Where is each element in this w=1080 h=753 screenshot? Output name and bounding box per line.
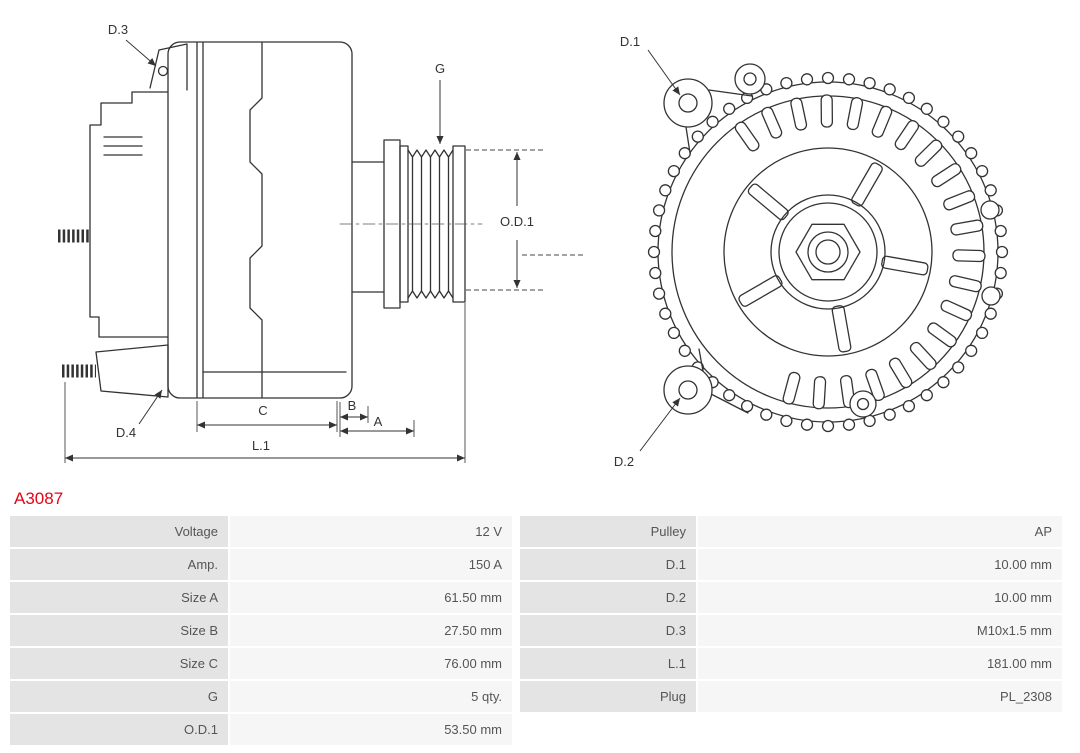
spec-label: D.3 xyxy=(520,615,696,646)
spec-label: L.1 xyxy=(520,648,696,679)
spec-value: 10.00 mm xyxy=(698,582,1062,613)
spec-label: Size A xyxy=(10,582,228,613)
spec-value: PL_2308 xyxy=(698,681,1062,712)
spec-value: 181.00 mm xyxy=(698,648,1062,679)
technical-diagram: D.3 G O.D.1 C B A L.1 D.4 D.1 xyxy=(58,22,1009,469)
spec-value: 150 A xyxy=(230,549,512,580)
dim-label-od1: O.D.1 xyxy=(500,214,534,229)
spec-label: O.D.1 xyxy=(10,714,228,745)
spec-row: Size C 76.00 mm L.1 181.00 mm xyxy=(10,648,1062,679)
front-view-dimensions xyxy=(639,49,681,452)
spec-label: Voltage xyxy=(10,516,228,547)
side-view-dimensions xyxy=(64,39,583,463)
spec-row: O.D.1 53.50 mm xyxy=(10,714,1062,745)
spec-label: Size C xyxy=(10,648,228,679)
spec-label: Pulley xyxy=(520,516,696,547)
spec-value: 53.50 mm xyxy=(230,714,512,745)
dim-label-d3: D.3 xyxy=(108,22,128,37)
spec-label: Plug xyxy=(520,681,696,712)
dim-label-a: A xyxy=(374,414,383,429)
front-view-fins xyxy=(647,71,1009,433)
spec-label: D.1 xyxy=(520,549,696,580)
spec-row: Amp. 150 A D.1 10.00 mm xyxy=(10,549,1062,580)
spec-row: Size A 61.50 mm D.2 10.00 mm xyxy=(10,582,1062,613)
part-number: A3087 xyxy=(14,489,64,508)
spec-value: 5 qty. xyxy=(230,681,512,712)
spec-value: 27.50 mm xyxy=(230,615,512,646)
spec-label: G xyxy=(10,681,228,712)
spec-label: Size B xyxy=(10,615,228,646)
spec-label: Amp. xyxy=(10,549,228,580)
spec-label: D.2 xyxy=(520,582,696,613)
spec-value: 61.50 mm xyxy=(230,582,512,613)
dim-label-d2: D.2 xyxy=(614,454,634,469)
dim-label-l1: L.1 xyxy=(252,438,270,453)
spec-table: Voltage 12 V Pulley AP Amp. 150 A D.1 10… xyxy=(10,516,1062,745)
spec-row: Voltage 12 V Pulley AP xyxy=(10,516,1062,547)
spec-value: 76.00 mm xyxy=(230,648,512,679)
spec-row: Size B 27.50 mm D.3 M10x1.5 mm xyxy=(10,615,1062,646)
spec-label xyxy=(520,714,696,745)
dim-label-d1: D.1 xyxy=(620,34,640,49)
alternator-side-view xyxy=(58,41,483,399)
spec-row: G 5 qty. Plug PL_2308 xyxy=(10,681,1062,712)
spec-value: 10.00 mm xyxy=(698,549,1062,580)
spec-value: AP xyxy=(698,516,1062,547)
dim-label-g: G xyxy=(435,61,445,76)
dim-label-c: C xyxy=(258,403,267,418)
alternator-front-view xyxy=(647,63,1009,433)
dim-label-b: B xyxy=(348,398,357,413)
dim-label-d4: D.4 xyxy=(116,425,136,440)
spec-value: 12 V xyxy=(230,516,512,547)
spec-value xyxy=(698,714,1062,745)
spec-value: M10x1.5 mm xyxy=(698,615,1062,646)
